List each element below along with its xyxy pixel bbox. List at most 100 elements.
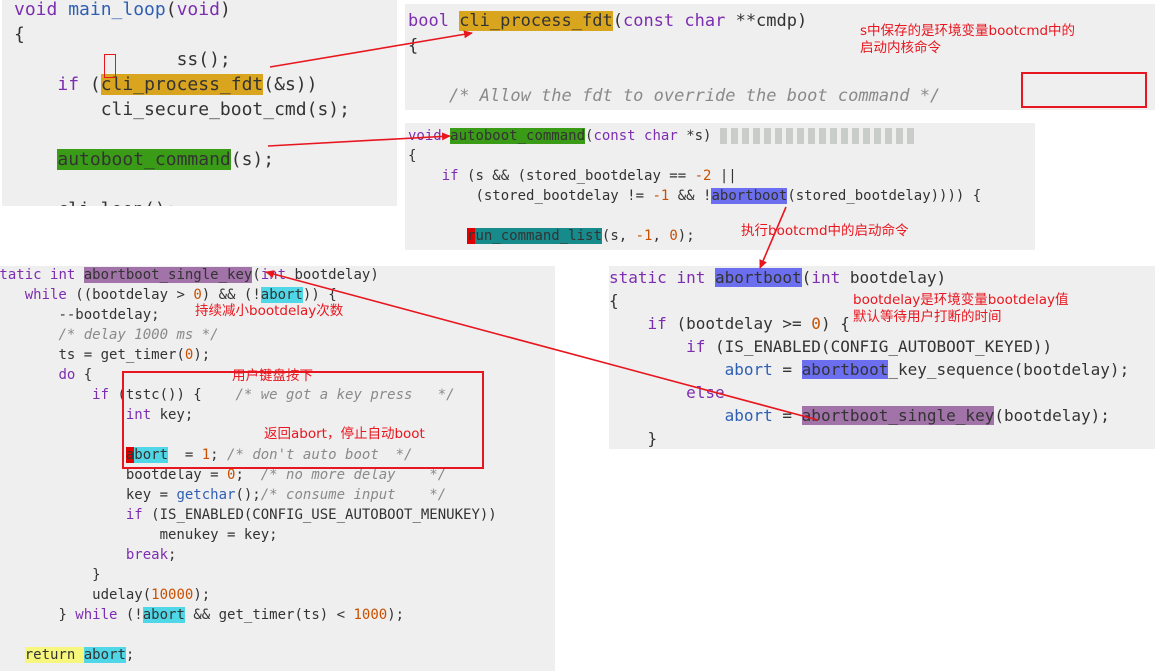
panel-main-loop: void main_loop(void){ ss(); if (cli_proc… — [2, 0, 397, 206]
code-token — [0, 587, 92, 603]
code-token — [609, 337, 686, 356]
code-token: ( — [252, 267, 261, 283]
code-line: /* delay 1000 ms */ — [0, 325, 497, 345]
code-token — [0, 387, 92, 403]
code-token: 0 — [193, 287, 202, 303]
code-token — [0, 507, 126, 523]
code-token: cli_loop(); — [57, 199, 176, 206]
code-token: if — [92, 387, 118, 403]
code-line: autoboot_command(s); — [14, 147, 350, 172]
code-line: else — [609, 381, 1129, 404]
code-token — [408, 188, 475, 204]
code-token: , — [652, 228, 670, 244]
code-token: --bootdelay; — [58, 307, 160, 323]
bootcmd-highlight-box — [1021, 72, 1147, 108]
code-line: if (IS_ENABLED(CONFIG_USE_AUTOBOOT_MENUK… — [0, 505, 497, 525]
code-token — [609, 383, 686, 402]
code-line: cli_loop(); — [14, 197, 350, 206]
code-token: 0 — [811, 314, 821, 333]
code-line: /* Allow the fdt to override the boot co… — [408, 84, 1084, 109]
code-token: char — [644, 128, 687, 144]
panel-cli-process-fdt: bool cli_process_fdt(const char **cmdp){… — [405, 4, 1155, 110]
code-token — [0, 327, 58, 343]
code-token — [0, 487, 126, 503]
code-token: ( — [801, 268, 812, 287]
code-token — [408, 168, 442, 184]
code-token — [0, 287, 25, 303]
keypress-annotation: 用户键盘按下 — [232, 368, 313, 384]
code-line: if (IS_ENABLED(CONFIG_AUTOBOOT_KEYED)) — [609, 335, 1129, 358]
code-token — [14, 149, 57, 170]
code-line: abort = abortboot_single_key(bootdelay); — [609, 404, 1129, 427]
decrement-annotation: 持续减小bootdelay次数 — [195, 303, 344, 319]
code-line: do { — [0, 365, 497, 385]
code-token — [0, 407, 126, 423]
code-token: autoboot_command — [57, 149, 231, 170]
code-token: cli_process_fdt — [100, 74, 264, 95]
code-token — [0, 307, 58, 323]
code-token: 10000 — [151, 587, 194, 603]
code-token: abort — [724, 360, 773, 379]
code-token: && get_timer(ts) < — [184, 607, 354, 623]
code-token: int — [260, 267, 295, 283]
code-token: ; — [210, 447, 228, 463]
code-token: bort — [134, 447, 169, 463]
code-line: void autoboot_command(const char *s) ▆▆▆… — [408, 126, 981, 146]
code-token: int — [50, 267, 84, 283]
code-token — [14, 199, 57, 206]
code-line: if (cli_process_fdt(&s)) — [14, 72, 350, 97]
code-token: static — [609, 268, 677, 287]
code-line — [14, 122, 350, 147]
code-line: run_command_list(s, -1, 0); — [408, 226, 981, 246]
code-token: bool — [408, 11, 460, 31]
code-token — [408, 228, 467, 244]
code-token — [609, 360, 725, 379]
code-token: getchar — [176, 487, 236, 503]
code-token: ss(); — [176, 49, 231, 70]
code-token: if — [647, 314, 677, 333]
code-token: 1 — [201, 447, 211, 463]
code-token: 0 — [227, 467, 236, 483]
code-token: ; — [125, 647, 135, 663]
code-token: /* don't auto boot */ — [227, 447, 413, 463]
code-line — [408, 59, 1084, 84]
code-line: return abort; — [0, 645, 497, 665]
code-line: ss(); — [14, 47, 350, 72]
code-line: void main_loop(void) — [14, 0, 350, 22]
code-line: static int abortboot(int bootdelay) — [609, 266, 1129, 289]
code-token: const — [622, 11, 685, 31]
code-token: = — [772, 360, 802, 379]
code-token: ) { — [820, 314, 850, 333]
code-main-loop: void main_loop(void){ ss(); if (cli_proc… — [2, 0, 350, 206]
code-token: int — [811, 268, 850, 287]
code-token: ) — [219, 0, 231, 20]
code-token: 0 — [184, 347, 194, 363]
code-token: abort — [724, 406, 773, 425]
code-token: ); — [677, 228, 695, 244]
panel-autoboot-command: void autoboot_command(const char *s) ▆▆▆… — [405, 123, 1035, 250]
code-token: = — [772, 406, 802, 425]
code-token: if — [125, 507, 152, 523]
code-line: menukey = key; — [0, 525, 497, 545]
code-token: { — [609, 291, 619, 310]
code-token: { — [408, 148, 417, 164]
code-line: int key; — [0, 405, 497, 425]
code-token — [0, 647, 25, 663]
code-token: abortboot — [801, 360, 889, 379]
code-token: { — [14, 24, 25, 45]
code-token: (IS_ENABLED(CONFIG_AUTOBOOT_KEYED)) — [714, 337, 1053, 356]
code-token: ) && (! — [201, 287, 261, 303]
code-line: abort = 1; /* don't auto boot */ — [0, 445, 497, 465]
code-line: --bootdelay; — [0, 305, 497, 325]
code-token: int — [125, 407, 160, 423]
code-token: cli_process_fdt — [459, 11, 613, 31]
code-token: void — [176, 0, 220, 20]
run-command-annotation: 执行bootcmd中的启动命令 — [741, 223, 909, 239]
code-token: abort — [260, 287, 303, 303]
code-token: main_loop — [68, 0, 166, 20]
code-line: } — [0, 565, 497, 585]
code-token: ); — [193, 347, 211, 363]
code-token: void — [408, 128, 451, 144]
code-token — [0, 367, 58, 383]
code-token — [14, 74, 57, 95]
